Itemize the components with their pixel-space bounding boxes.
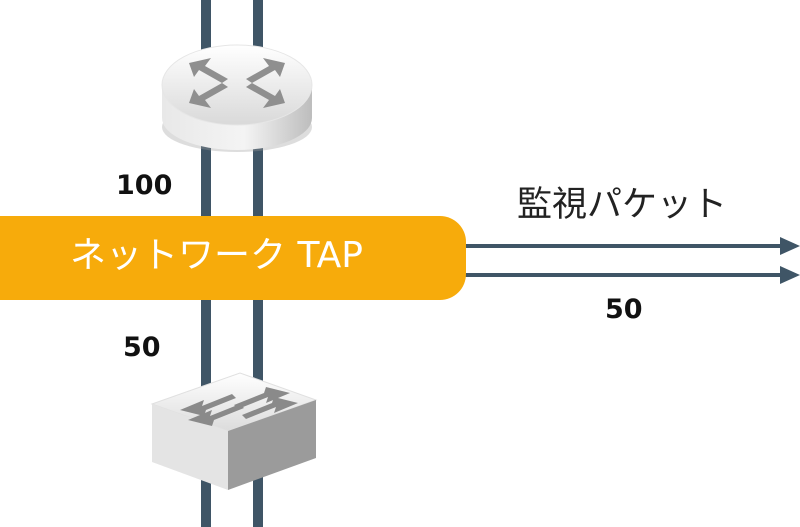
- switch-arrows-icon: [180, 387, 298, 426]
- switch-icon: [150, 372, 318, 490]
- monitor-arrows: [462, 237, 800, 284]
- arrowhead-top: [780, 237, 800, 255]
- router-icon: [161, 44, 313, 152]
- network-tap-block: [0, 216, 466, 300]
- monitor-packet-label: 監視パケット: [517, 185, 728, 225]
- arrowhead-bottom: [780, 266, 800, 284]
- outbound-traffic-value: 50: [123, 332, 161, 363]
- inbound-traffic-value: 100: [116, 170, 173, 201]
- network-tap-label: ネットワーク TAP: [70, 235, 363, 276]
- router-arrows-icon: [189, 58, 285, 108]
- monitor-packet-value: 50: [605, 294, 643, 325]
